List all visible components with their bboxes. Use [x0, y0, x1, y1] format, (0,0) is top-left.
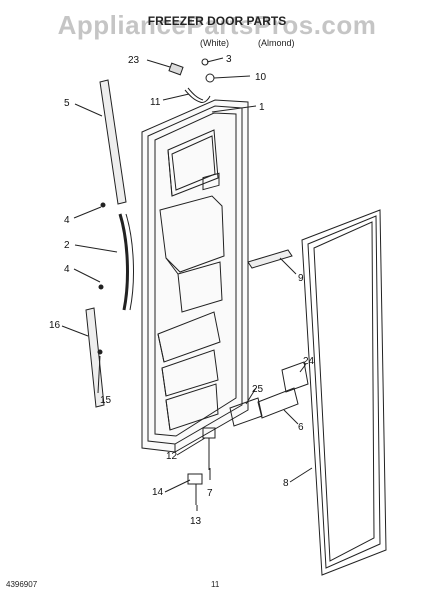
leader-lines: [61, 57, 313, 511]
callout-13: 13: [190, 516, 202, 527]
diagram-title: FREEZER DOOR PARTS: [147, 14, 287, 28]
callout-2: 2: [64, 240, 70, 251]
callout-14: 14: [152, 487, 164, 498]
watermark: AppliancePartsPros.com: [57, 10, 377, 40]
callout-1: 1: [259, 102, 265, 113]
lower-shelf-bins: [157, 311, 221, 431]
door-handle: [98, 202, 134, 311]
hinge-hardware: [187, 427, 216, 505]
callout-6: 6: [298, 422, 304, 433]
callout-11: 11: [150, 97, 161, 108]
callout-24: 24: [303, 356, 315, 367]
page-number: 11: [211, 580, 220, 589]
callout-8: 8: [283, 478, 289, 489]
trim-strip-left: [99, 79, 127, 205]
callout-9: 9: [298, 273, 304, 284]
callout-16: 16: [49, 320, 61, 331]
callout-5: 5: [64, 98, 70, 109]
trim-strip-lower: [85, 307, 105, 408]
callout-12: 12: [166, 451, 178, 462]
callout-10: 10: [255, 72, 267, 83]
callout-3: 3: [226, 54, 232, 65]
wire-harness: [168, 58, 215, 103]
door-gasket: [301, 209, 387, 576]
door-panel: [141, 99, 249, 453]
dispenser-housing: [159, 172, 225, 313]
shelf-trim-9: [247, 249, 293, 269]
callout-4-upper: 4: [64, 215, 70, 226]
callout-7: 7: [207, 488, 213, 499]
variant-white-label: (White): [200, 38, 229, 48]
callout-labels: 23 3 10 11 1 5 4 2 4 9 16 15 24 25 6 12 …: [49, 54, 315, 527]
shelf-brackets: [229, 361, 309, 427]
variant-almond-label: (Almond): [258, 38, 295, 48]
callout-25: 25: [252, 384, 264, 395]
callout-15: 15: [100, 395, 112, 406]
part-number-code: 4396907: [6, 580, 38, 589]
callout-4-lower: 4: [64, 264, 70, 275]
callout-23: 23: [128, 55, 140, 66]
